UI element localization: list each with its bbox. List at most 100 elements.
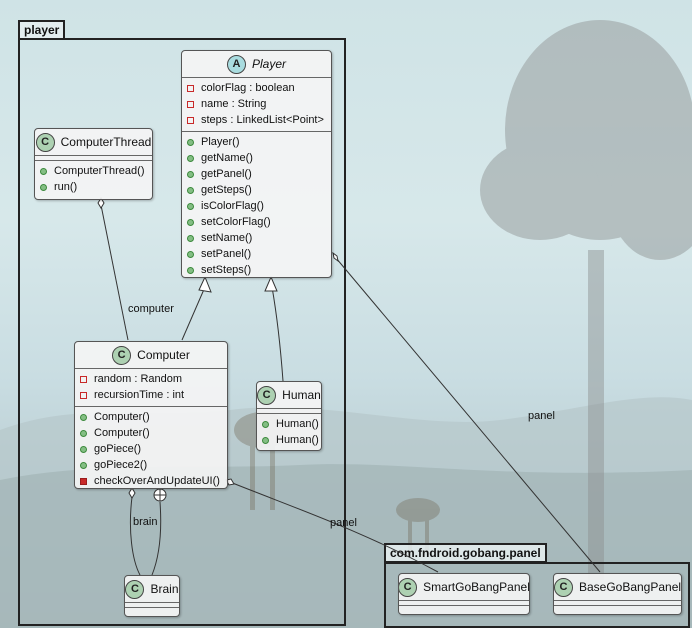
public-method-icon [80, 461, 87, 469]
edge-label-computer: computer [128, 303, 174, 315]
method-row: ComputerThread() [35, 163, 152, 179]
public-method-icon [80, 413, 87, 421]
class-computerthread-methods: ComputerThread() run() [35, 160, 152, 198]
method-row: run() [35, 179, 152, 195]
method-row: setColorFlag() [182, 214, 331, 230]
class-computer-methods: Computer() Computer() goPiece() goPiece2… [75, 406, 227, 488]
class-stereotype-icon: C [257, 385, 277, 405]
field-row: random : Random [75, 371, 227, 387]
method-row: getSteps() [182, 182, 331, 198]
class-basegobangpanel-methods [554, 605, 681, 610]
class-computerthread-header: C ComputerThread [35, 129, 152, 155]
class-human[interactable]: C Human Human() Human() [256, 381, 322, 451]
public-method-icon [187, 234, 194, 242]
edge-computer-brain [128, 487, 167, 576]
package-player-tab: player [18, 20, 66, 40]
edge-label-panel-base: panel [528, 410, 555, 422]
class-basegobangpanel-fields [554, 600, 681, 605]
package-player [18, 38, 346, 626]
method-row: goPiece2() [75, 457, 227, 473]
class-human-fields [257, 408, 321, 413]
class-basegobangpanel-header: C BaseGoBangPanel [554, 574, 681, 600]
private-field-icon [80, 375, 87, 383]
edge-player-basepanel [332, 251, 601, 573]
class-stereotype-icon: C [112, 345, 132, 365]
class-computer-name: Computer [137, 348, 190, 362]
class-stereotype-icon: C [399, 577, 418, 597]
private-field-icon [187, 100, 194, 108]
edge-human-player [264, 275, 284, 382]
field-row: colorFlag : boolean [182, 80, 331, 96]
public-method-icon [80, 445, 87, 453]
public-method-icon [187, 202, 194, 210]
class-smartgobangpanel[interactable]: C SmartGoBangPanel [398, 573, 530, 615]
private-field-icon [187, 84, 194, 92]
public-method-icon [187, 266, 194, 274]
method-row: checkOverAndUpdateUI() [75, 473, 227, 488]
public-method-icon [40, 183, 47, 191]
class-human-header: C Human [257, 382, 321, 408]
method-row: Human() [257, 432, 321, 448]
class-computer-header: C Computer [75, 342, 227, 368]
private-method-icon [80, 477, 87, 485]
method-row: isColorFlag() [182, 198, 331, 214]
method-row: goPiece() [75, 441, 227, 457]
method-row: setSteps() [182, 262, 331, 277]
class-computer-fields: random : Random recursionTime : int [75, 368, 227, 406]
class-player-methods: Player() getName() getPanel() getSteps()… [182, 131, 331, 277]
abstract-stereotype-icon: A [226, 54, 246, 74]
method-row: Computer() [75, 409, 227, 425]
class-player-fields: colorFlag : boolean name : String steps … [182, 77, 331, 131]
method-row: Human() [257, 416, 321, 432]
class-brain[interactable]: C Brain [124, 575, 180, 617]
class-player-header: A Player [182, 51, 331, 77]
edge-computerthread-computer [97, 197, 129, 341]
class-computerthread-fields [35, 155, 152, 160]
class-human-name: Human [282, 388, 321, 402]
public-method-icon [187, 186, 194, 194]
class-smartgobangpanel-name: SmartGoBangPanel [423, 580, 530, 594]
class-computerthread[interactable]: C ComputerThread ComputerThread() run() [34, 128, 153, 200]
public-method-icon [40, 167, 47, 175]
package-panel-label: com.fndroid.gobang.panel [390, 546, 541, 560]
public-method-icon [187, 170, 194, 178]
method-row: getPanel() [182, 166, 331, 182]
class-player-name: Player [251, 57, 286, 71]
method-row: Computer() [75, 425, 227, 441]
method-row: Player() [182, 134, 331, 150]
class-computer[interactable]: C Computer random : Random recursionTime… [74, 341, 228, 489]
public-method-icon [187, 154, 194, 162]
class-player[interactable]: A Player colorFlag : boolean name : Stri… [181, 50, 332, 278]
private-field-icon [80, 391, 87, 399]
field-row: name : String [182, 96, 331, 112]
class-computerthread-name: ComputerThread [60, 135, 152, 149]
public-method-icon [187, 250, 194, 258]
class-brain-header: C Brain [125, 576, 179, 602]
public-method-icon [262, 436, 269, 444]
private-field-icon [187, 116, 194, 124]
method-row: setPanel() [182, 246, 331, 262]
field-row: recursionTime : int [75, 387, 227, 403]
public-method-icon [187, 138, 194, 146]
class-basegobangpanel[interactable]: C BaseGoBangPanel [553, 573, 682, 615]
class-stereotype-icon: C [125, 579, 145, 599]
public-method-icon [187, 218, 194, 226]
class-brain-fields [125, 602, 179, 607]
method-row: setName() [182, 230, 331, 246]
package-panel [384, 562, 690, 628]
class-stereotype-icon: C [35, 132, 55, 152]
field-row: steps : LinkedList<Point> [182, 112, 331, 128]
package-panel-tab: com.fndroid.gobang.panel [384, 543, 547, 563]
edge-label-panel-smart: panel [330, 517, 357, 529]
class-smartgobangpanel-methods [399, 605, 529, 610]
edge-computer-smartpanel [225, 478, 439, 573]
edge-label-brain: brain [133, 516, 158, 528]
package-player-label: player [24, 23, 60, 37]
class-smartgobangpanel-header: C SmartGoBangPanel [399, 574, 529, 600]
method-row: getName() [182, 150, 331, 166]
class-brain-methods [125, 607, 179, 612]
class-human-methods: Human() Human() [257, 413, 321, 450]
public-method-icon [262, 420, 269, 428]
edge-computer-player [181, 275, 212, 341]
public-method-icon [80, 429, 87, 437]
